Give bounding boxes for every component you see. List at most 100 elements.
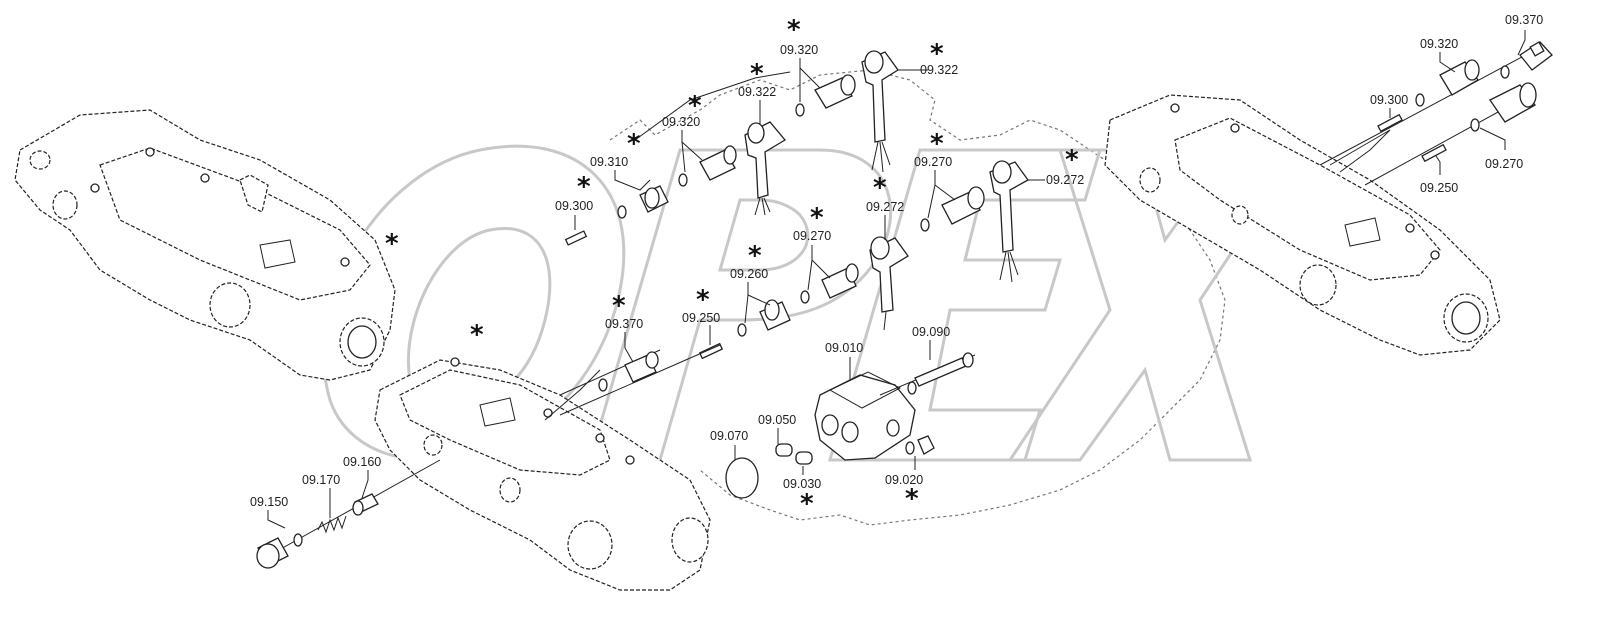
label-09-020: 09.020 — [885, 473, 923, 487]
right-housing-port-small — [1231, 205, 1249, 225]
part-09-270-top-ring — [920, 218, 930, 232]
axis-line-mid — [544, 369, 601, 421]
part-09-320-right-ring — [1415, 93, 1425, 107]
label-09-010: 09.010 — [825, 341, 863, 355]
label-09-300-mid: 09.300 — [555, 199, 593, 213]
label-09-320-right: 09.320 — [1420, 37, 1458, 51]
leader-09-320-top — [799, 58, 821, 102]
leader-09-260 — [744, 282, 771, 324]
part-09-070-oring — [725, 457, 759, 499]
part-09-020-washer — [905, 441, 915, 455]
part-09-322-mid-wires — [754, 197, 771, 216]
center-housing-recess — [479, 397, 516, 427]
center-housing-port-front — [567, 520, 613, 570]
label-09-300-right: 09.300 — [1370, 93, 1408, 107]
part-09-310-ring — [617, 205, 627, 219]
right-housing-recess — [1344, 217, 1381, 247]
label-09-070: 09.070 — [710, 429, 748, 443]
label-09-270-top: 09.270 — [914, 155, 952, 169]
part-09-322-top-plug — [861, 51, 899, 143]
part-09-270-top-cap — [967, 186, 985, 210]
center-housing-port-right — [671, 517, 709, 563]
valve-block-group: 09.010 09.090 09.050 09.070 09.030 09.02… — [710, 325, 976, 499]
part-09-090-bolt-head — [962, 352, 974, 368]
marker-asterisk-9: * — [873, 173, 887, 203]
part-09-150-head — [256, 543, 280, 569]
part-09-010-top-face — [828, 371, 902, 409]
left-housing-port-mid — [209, 282, 251, 328]
leader-09-370-right — [1517, 30, 1526, 56]
part-09-270-right-cap — [1519, 82, 1537, 108]
left-housing-bolt-1 — [145, 147, 155, 157]
label-09-272-top: 09.272 — [1046, 173, 1084, 187]
part-09-272-mid-wires — [883, 311, 887, 331]
label-09-322-mid: 09.322 — [738, 85, 776, 99]
asterisk-markers: * * * * * * * * * * * * * * * * * — [385, 15, 1079, 519]
right-housing-port-right-inner — [1451, 301, 1481, 335]
marker-asterisk-10: * — [810, 203, 824, 233]
part-09-270-mid-cap — [845, 263, 859, 283]
part-09-300-mid-pin — [564, 230, 588, 246]
leader-09-310 — [614, 170, 651, 191]
leader-09-370-mid — [624, 332, 634, 363]
leader-09-160 — [361, 470, 369, 499]
part-09-260-ring — [737, 323, 747, 337]
part-09-170-spring — [317, 515, 347, 534]
left-housing-lug — [239, 174, 269, 213]
leader-upper-chain-bracket — [634, 71, 791, 141]
right-housing-bolt-4 — [1430, 250, 1440, 260]
part-09-272-top-face — [992, 160, 1012, 184]
leader-09-320-mid — [681, 130, 703, 173]
label-09-272-mid: 09.272 — [866, 200, 904, 214]
marker-asterisk-5: * — [627, 129, 641, 159]
center-housing-port-mid — [499, 477, 521, 503]
center-housing-bolt-2 — [543, 408, 553, 418]
part-09-272-top-plug — [989, 161, 1029, 253]
marker-asterisk-11: * — [748, 241, 762, 271]
right-housing-bolt-2 — [1230, 123, 1240, 133]
part-09-370-right-ring — [1500, 65, 1510, 79]
part-09-320-right-cap — [1464, 59, 1480, 81]
label-09-370-mid: 09.370 — [605, 317, 643, 331]
part-09-370-mid-ring — [598, 378, 608, 392]
part-09-370-right-stem — [1529, 41, 1545, 57]
part-09-050-pin — [775, 443, 793, 457]
part-09-020-plug — [917, 435, 935, 455]
marker-asterisk-6: * — [577, 172, 591, 202]
right-housing-bolt-1 — [1170, 103, 1180, 113]
part-09-320-top-ring — [795, 103, 805, 117]
label-09-370-right: 09.370 — [1505, 13, 1543, 27]
bottom-left-parts: 09.150 09.170 09.160 — [250, 455, 441, 569]
part-09-010-port-2 — [841, 421, 859, 443]
label-09-320-top: 09.320 — [780, 43, 818, 57]
upper-connector-chain: 09.310 09.320 09.322 09.320 09.322 09.30… — [555, 43, 958, 246]
marker-asterisk-8: * — [1065, 145, 1079, 175]
part-09-320-mid-cap — [723, 145, 737, 165]
left-housing-top-recess — [259, 239, 296, 269]
label-09-160: 09.160 — [343, 455, 381, 469]
part-09-150-washer — [293, 533, 303, 547]
left-housing-bolt-4 — [90, 183, 100, 193]
part-09-010-port-1 — [821, 414, 839, 436]
part-09-260-cap — [764, 299, 780, 321]
right-housing-bolt-3 — [1405, 223, 1415, 233]
center-housing-port-left — [423, 434, 443, 456]
right-housing-port-left — [1139, 167, 1161, 193]
marker-asterisk-16: * — [800, 489, 814, 519]
marker-asterisk-13: * — [612, 291, 626, 321]
label-09-050: 09.050 — [758, 413, 796, 427]
part-09-322-top-wires — [871, 141, 891, 173]
left-housing-top-cover — [99, 147, 371, 301]
left-housing-boss — [29, 150, 51, 170]
label-09-260: 09.260 — [730, 267, 768, 281]
axis-line-09-250 — [559, 344, 721, 416]
leader-09-250-right — [1435, 155, 1441, 175]
marker-asterisk-7: * — [930, 129, 944, 159]
label-09-150: 09.150 — [250, 495, 288, 509]
part-09-010-side-port — [886, 419, 900, 437]
label-09-310: 09.310 — [590, 155, 628, 169]
marker-asterisk-12: * — [696, 285, 710, 315]
left-housing-port-left — [52, 190, 78, 220]
center-housing-bolt-1 — [450, 357, 460, 367]
